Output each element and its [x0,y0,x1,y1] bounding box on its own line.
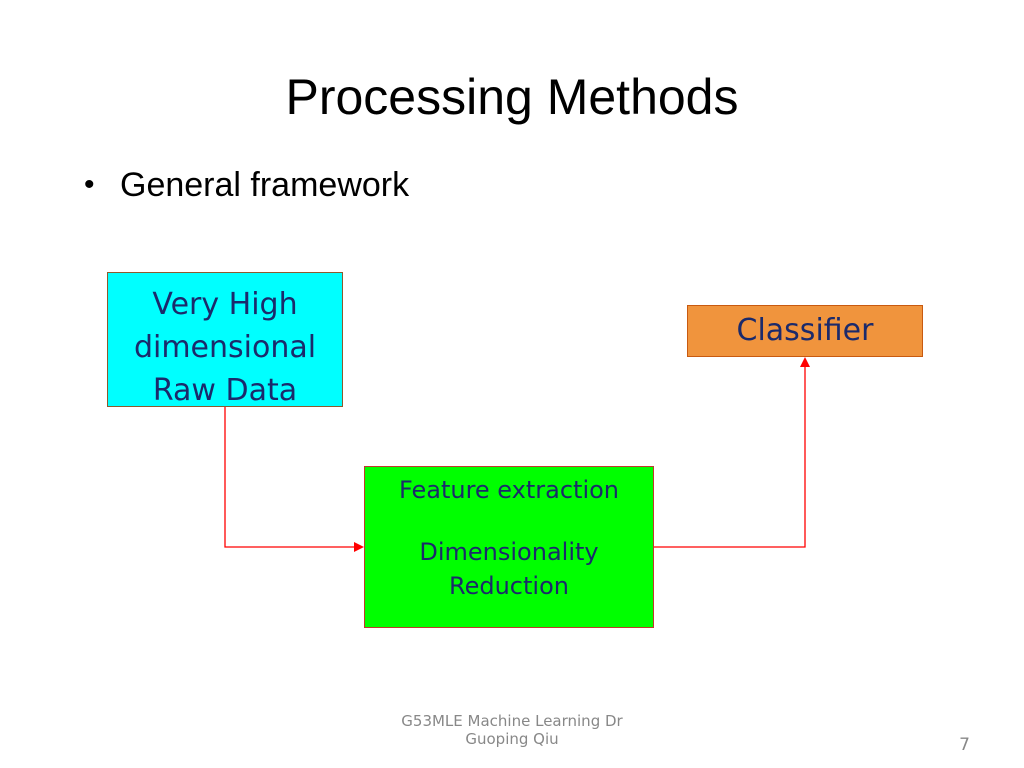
raw-data-line-3: Raw Data [152,373,298,408]
feature-extraction-box: Feature extraction Dimensionality Reduct… [364,466,654,628]
classifier-box: Classifier [687,305,923,357]
bullet-item: • General framework [84,160,409,210]
slide-footer: G53MLE Machine Learning Dr Guoping Qiu [362,712,662,748]
footer-line-1: G53MLE Machine Learning Dr [401,712,623,730]
feature-line-3: Reduction [449,572,569,600]
bullet-text: General framework [120,165,410,204]
classifier-label: Classifier [736,313,874,348]
footer-line-2: Guoping Qiu [465,730,559,748]
raw-data-box: Very High dimensional Raw Data [107,272,343,408]
raw-data-line-2: dimensional [133,330,317,365]
raw-to-feature-arrow [224,407,364,552]
feature-to-classifier-arrow [654,357,810,548]
feature-line-2: Dimensionality [419,538,599,566]
page-number: 7 [959,735,970,755]
feature-line-1: Feature extraction [398,476,620,504]
bullet-icon: • [84,168,95,201]
raw-data-line-1: Very High [152,287,298,322]
slide-title: Processing Methods [285,69,739,125]
